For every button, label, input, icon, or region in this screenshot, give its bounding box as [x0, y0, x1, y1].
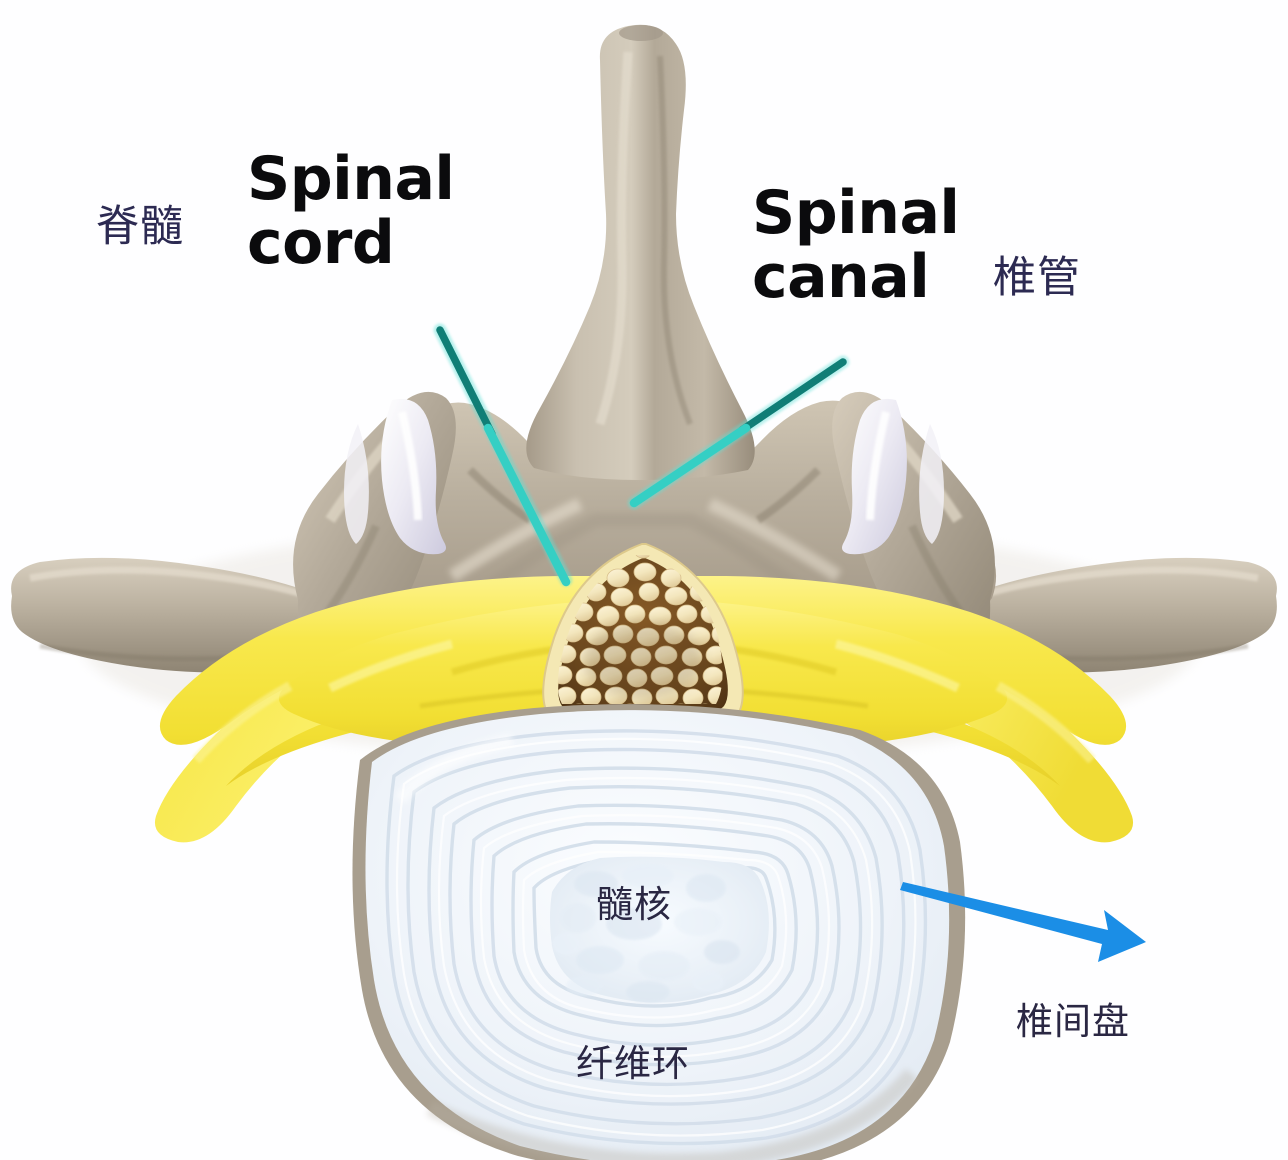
disc-bottom-shadow [426, 1068, 919, 1160]
yellow-highlight-left [328, 639, 454, 693]
cord-inner-shade [583, 622, 703, 698]
facet-sliver-right [919, 424, 944, 544]
spinal-cord-leader-lower [483, 423, 571, 587]
pedicle-notch-left [467, 467, 533, 524]
label-spinal-cord-english: Spinal cord [247, 144, 455, 278]
arch-inner-highlight-left [448, 498, 583, 582]
intervertebral-disc-arrow [900, 882, 1146, 962]
label-nucleus-pulposus: 髓核 [596, 883, 672, 926]
facet-right-highlight [866, 411, 890, 521]
spinous-midline [657, 55, 693, 426]
spinal-cord-leader-upper [436, 326, 496, 438]
arch-inner-highlight-right [707, 498, 842, 582]
label-spinal-canal-chinese: 椎管 [993, 253, 1081, 303]
spinous-process [526, 24, 755, 481]
leader-lines-group [433, 323, 1146, 962]
spinous-tip [619, 25, 663, 41]
spinal-canal-leader-upper [738, 358, 847, 434]
yellow-branch-hl-left [192, 681, 293, 764]
intervertebral-disc-group [352, 704, 966, 1160]
label-intervertebral-disc: 椎间盘 [1016, 1000, 1130, 1043]
annulus-lamellae [385, 729, 928, 1146]
yellow-branch-hl-right [995, 681, 1096, 764]
spinal-canal-leader-lower [629, 423, 751, 508]
ligamentum-flavum-band [159, 576, 1127, 786]
facet-left-highlight [398, 411, 422, 521]
facet-sliver-left [344, 424, 369, 544]
disc-highlight [394, 733, 514, 805]
nucleus-texture [552, 864, 740, 1003]
yellow-highlight-right [834, 639, 960, 693]
label-spinal-cord-chinese: 脊髓 [96, 202, 184, 252]
pedicle-notch-right [755, 467, 821, 524]
spinous-highlight [595, 51, 633, 426]
label-annulus-fibrosus: 纤维环 [576, 1042, 690, 1085]
label-spinal-canal-english: Spinal canal [752, 178, 960, 312]
